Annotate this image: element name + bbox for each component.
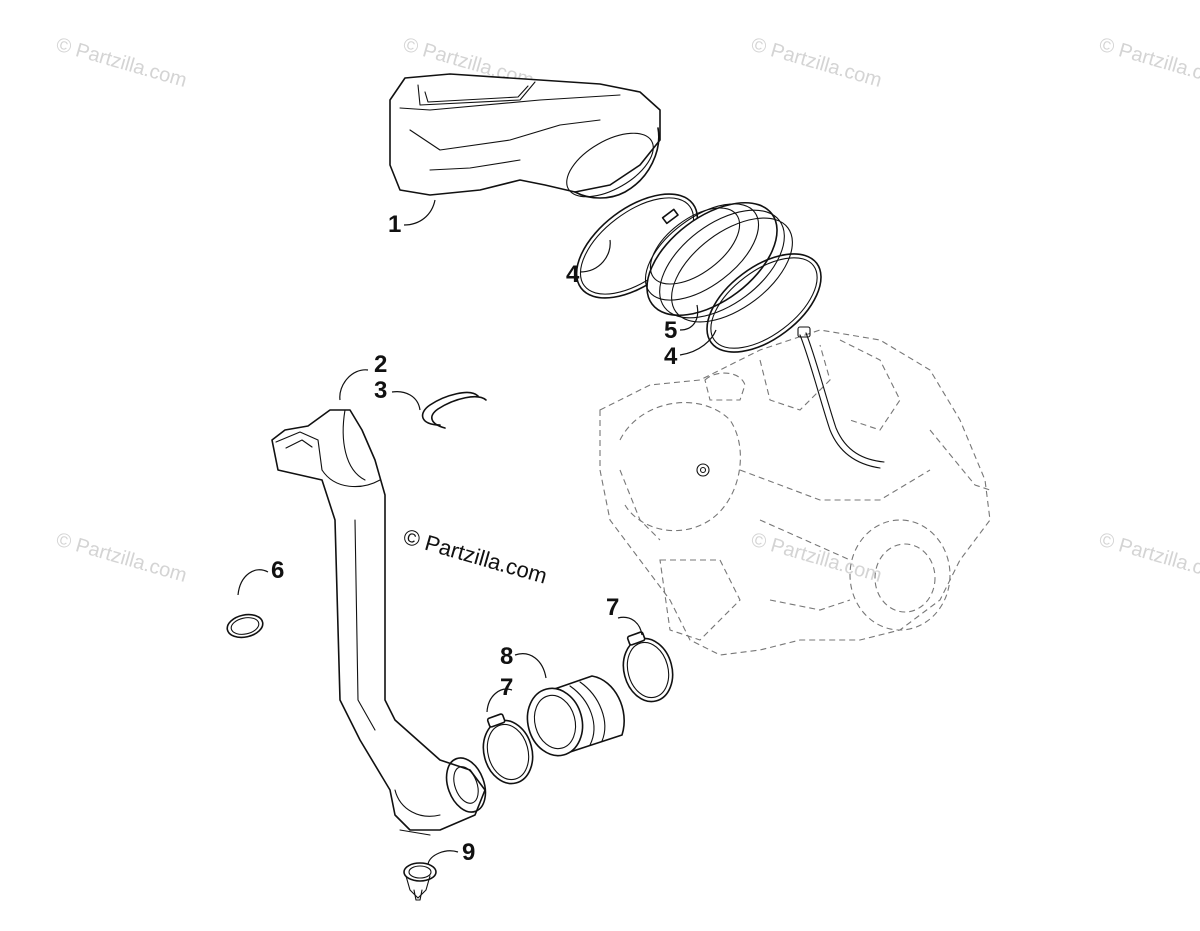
callout-4-upper: 4: [566, 261, 580, 288]
watermark-top-left: © Partzilla.com: [54, 34, 190, 92]
callout-8: 8: [500, 643, 513, 670]
part-7-clamp-left: [482, 713, 534, 785]
callout-2: 2: [374, 351, 387, 378]
callout-6: 6: [271, 557, 284, 584]
callout-labels: 1 4 5 4 2 3 6 7 8 7 9: [271, 211, 678, 866]
callout-7-left: 7: [500, 674, 513, 701]
watermark-top-right: © Partzilla.com: [749, 34, 885, 92]
callout-4-lower: 4: [664, 343, 678, 370]
part-8-coupler: [526, 675, 625, 757]
leader-lines: [237, 199, 717, 865]
watermark-mid-right: © Partzilla.com: [1097, 529, 1200, 587]
callout-7-right: 7: [606, 594, 619, 621]
part-9-plug: [403, 862, 437, 901]
watermark-mid-left: © Partzilla.com: [54, 529, 190, 587]
part-5-boot: [644, 201, 793, 323]
callout-9: 9: [462, 839, 475, 866]
part-4-clamp-lower: [706, 253, 822, 353]
callout-3: 3: [374, 377, 387, 404]
callout-1: 1: [388, 211, 401, 238]
part-2-intake-tube: [271, 409, 487, 836]
part-1-intake-duct: [389, 73, 661, 199]
watermark-top-far-right: © Partzilla.com: [1097, 34, 1200, 92]
part-3-clip: [421, 391, 487, 429]
engine-outline: [599, 326, 991, 656]
watermark-main: © Partzilla.com: [401, 524, 550, 589]
callout-5: 5: [664, 317, 677, 344]
part-6-ring: [226, 613, 264, 639]
part-7-clamp-right: [622, 631, 674, 703]
